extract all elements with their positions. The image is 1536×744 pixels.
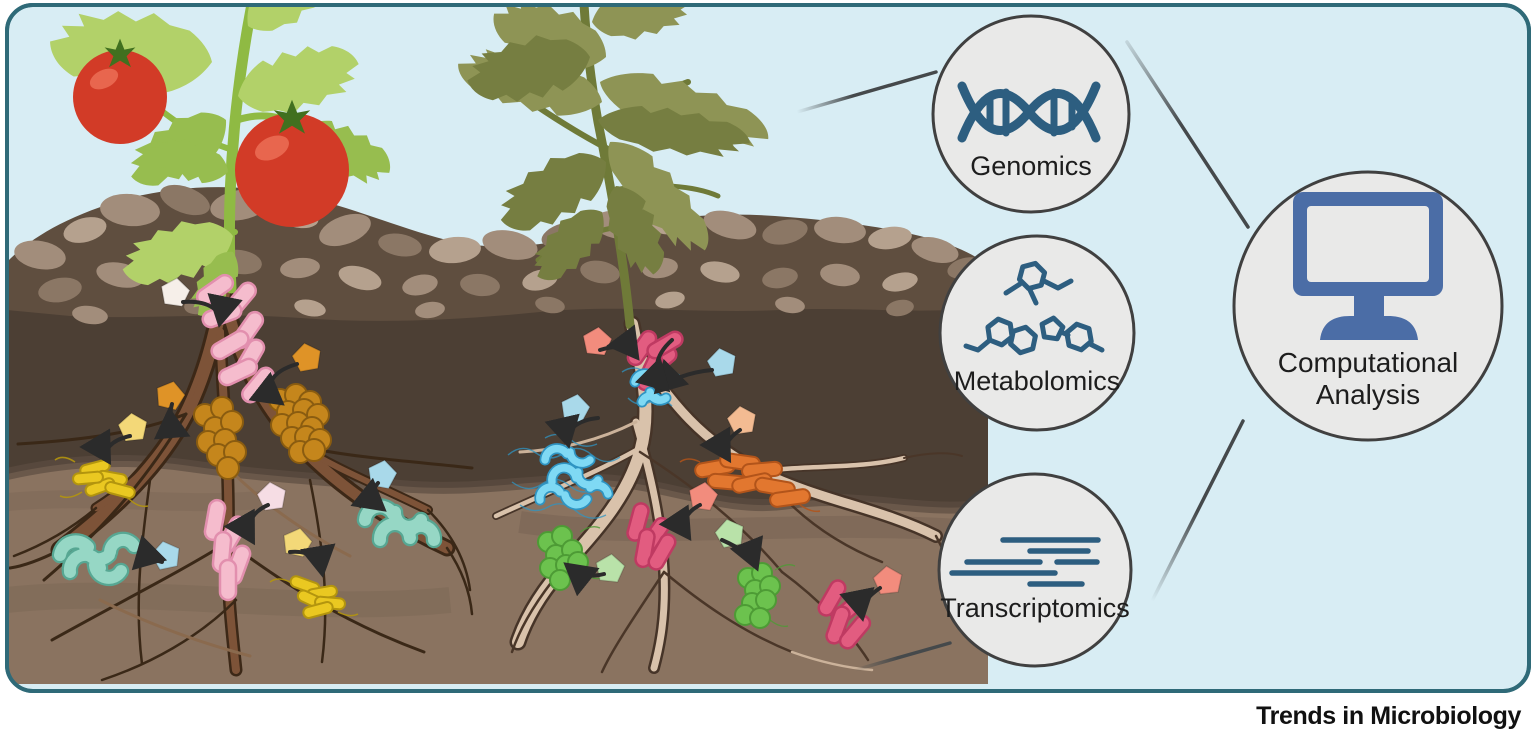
molecules-icon	[963, 261, 1105, 356]
node-genomics: Genomics	[931, 14, 1131, 214]
node-transcriptomics: Transcriptomics	[937, 472, 1133, 668]
dna-icon	[957, 81, 1101, 143]
node-computational-analysis: Computational Analysis	[1232, 170, 1504, 442]
exchange-arrows	[79, 292, 882, 622]
journal-title: Trends in Microbiology	[1256, 702, 1521, 730]
genomics-label: Genomics	[970, 151, 1092, 181]
connector-soil-to-transcriptomics	[853, 641, 952, 672]
orange-rod-bacteria-cluster	[679, 452, 821, 513]
metabolomics-label: Metabolomics	[954, 366, 1121, 396]
amber-cocci-cluster	[193, 396, 247, 480]
connector-plant-to-genomics	[795, 70, 938, 114]
right-tomato-plant	[451, 5, 778, 330]
tomato-fruit	[235, 99, 349, 227]
node-metabolomics: Metabolomics	[938, 234, 1136, 432]
connector-genomics-to-computational	[1125, 40, 1250, 229]
sequencing-reads-icon	[949, 537, 1101, 587]
scene: Genomics Metabolomics	[7, 5, 1504, 684]
connector-computational-to-transcriptomics	[1150, 419, 1245, 603]
metabolomics-circle	[938, 234, 1136, 432]
tomato-fruit	[73, 38, 167, 144]
computational-analysis-label-line2: Analysis	[1316, 379, 1420, 410]
cyan-biofilm-bacteria-cluster	[507, 433, 621, 519]
transcriptomics-label: Transcriptomics	[940, 593, 1130, 623]
left-tomato-plant	[45, 5, 400, 324]
amber-cocci-cluster	[268, 383, 332, 464]
figure-border	[5, 3, 1531, 693]
connector-lines	[795, 40, 1250, 672]
computer-icon	[1293, 192, 1443, 340]
transcriptomics-circle	[937, 472, 1133, 668]
teal-curved-bacteria-cluster	[51, 531, 143, 587]
yellow-rod-bacteria-cluster	[269, 575, 359, 619]
teal-curved-bacteria-cluster	[356, 498, 443, 549]
computational-analysis-label-line1: Computational	[1278, 347, 1459, 378]
